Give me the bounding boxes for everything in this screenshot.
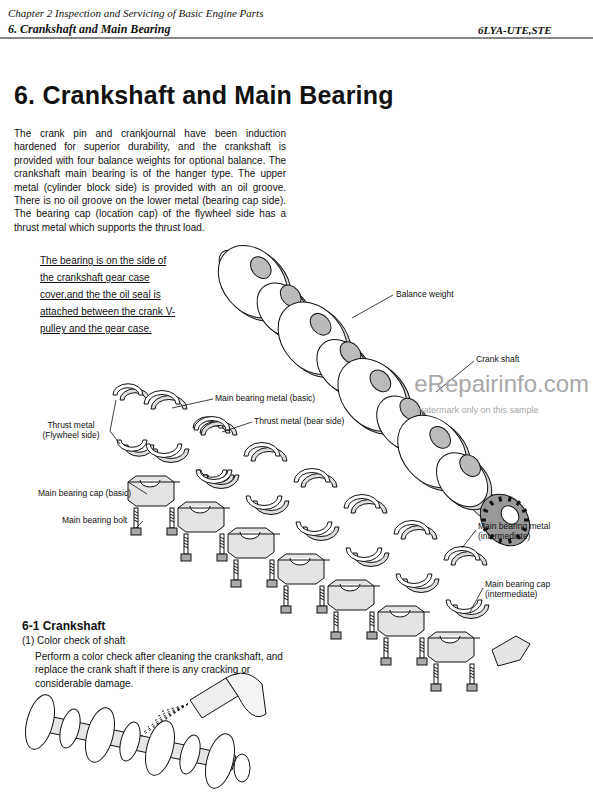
bearing-bolt <box>267 560 277 587</box>
part-name: Thrust metal (bear side) <box>254 416 344 426</box>
main-bearing-metal <box>296 522 339 541</box>
bearing-bolt <box>167 508 177 535</box>
cap-bracket <box>492 636 530 666</box>
body-text: Perform a color check after cleaning the… <box>35 650 285 690</box>
main-bearing-metal <box>396 574 439 593</box>
part-name: Balance weight <box>396 289 454 299</box>
exploded-view <box>113 232 540 691</box>
bearing-bolt <box>381 638 391 665</box>
bearing-cap <box>128 476 180 506</box>
model-code: 6LYA-UTE,STE <box>478 24 552 36</box>
note-text: The bearing is on the side of the cranks… <box>40 252 178 337</box>
bearing-bolt <box>331 612 341 639</box>
main-bearing-metal <box>196 470 239 489</box>
crank-gear <box>470 484 540 555</box>
bearing-bolt <box>417 638 427 665</box>
watermark: watermark only on this sample <box>417 405 539 416</box>
bearing-cap <box>178 502 230 532</box>
bearing-bolt <box>181 534 191 561</box>
leader-line <box>136 521 143 528</box>
part-name: Main bearing metal (basic) <box>215 393 315 403</box>
part-name: Main bearing metal (intermediate) <box>478 521 576 541</box>
main-bearing-metal <box>444 547 487 566</box>
main-bearing-metal <box>346 548 389 567</box>
part-name: Main bearing bolt <box>62 515 127 525</box>
crankshaft-inspection <box>20 673 266 791</box>
body-text: The crank pin and crankjournal have been… <box>14 127 286 234</box>
main-bearing-metal <box>394 521 437 540</box>
chapter-header: Chapter 2 Inspection and Servicing of Ba… <box>8 7 263 19</box>
bearing-bolt <box>217 534 227 561</box>
part-name: Main bearing cap (basic) <box>38 488 131 498</box>
leader-line <box>222 422 252 432</box>
bearing-bolt <box>131 508 141 535</box>
leader-line <box>352 295 393 318</box>
bearing-cap <box>278 554 330 584</box>
leader-line <box>110 400 116 431</box>
thrust-metal <box>113 384 150 400</box>
bearing-cap <box>328 580 380 610</box>
main-bearing-metal <box>294 469 337 488</box>
subsection-heading: 6-1 Crankshaft <box>22 619 105 633</box>
bearing-bolt <box>231 560 241 587</box>
leader-line <box>462 530 476 548</box>
bearing-bolt <box>317 586 327 613</box>
header-rule <box>0 37 593 38</box>
part-name: Crank shaft <box>476 354 519 364</box>
bearing-bolt <box>281 586 291 613</box>
main-bearing-metal <box>446 600 489 619</box>
part-name: Main bearing cap (intermediate) <box>485 579 581 599</box>
leader-line <box>470 588 483 612</box>
main-bearing-metal <box>244 443 287 462</box>
section-header: 6. Crankshaft and Main Bearing <box>8 22 170 37</box>
bearing-cap <box>378 606 430 636</box>
main-bearing-metal <box>344 495 387 513</box>
main-bearing-metal <box>194 417 237 436</box>
watermark: eRepairinfo.com <box>414 370 589 399</box>
bearing-bolt <box>431 664 441 691</box>
leader-line <box>172 399 213 408</box>
page-title: 6. Crankshaft and Main Bearing <box>14 80 394 110</box>
leader-line <box>110 431 120 444</box>
bearing-cap <box>228 528 280 558</box>
step-heading: (1) Color check of shaft <box>22 635 125 647</box>
bearing-bolt <box>367 612 377 639</box>
main-bearing-metal <box>146 444 189 463</box>
main-bearing-metal <box>246 496 289 515</box>
bearing-bolt <box>467 664 477 691</box>
part-name: Thrust metal (Flywheel side) <box>34 420 108 440</box>
bearing-cap <box>428 632 480 662</box>
